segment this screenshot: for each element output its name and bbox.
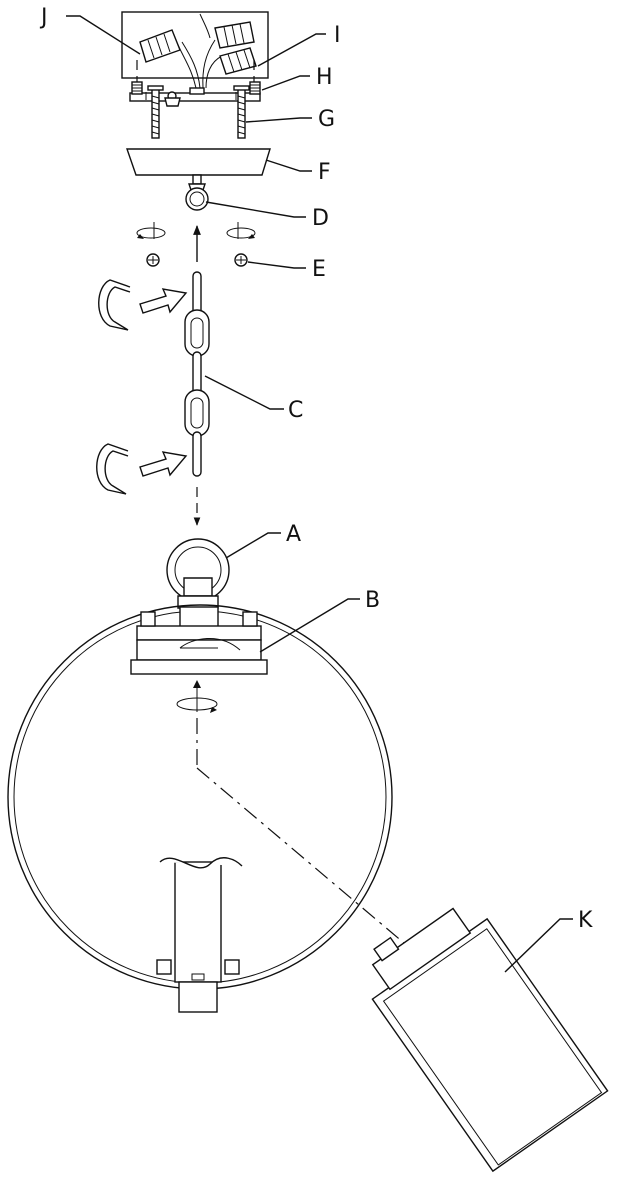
rotation-arrow-icon [136,222,166,239]
chain-link-clip [96,443,129,495]
wire-nut [219,47,257,75]
screw [131,81,143,95]
callout-H: H [316,65,333,90]
threaded-rod [147,85,164,139]
rotation-arrow-icon [226,222,256,239]
decorative-nut [146,253,160,267]
decorative-nut [234,253,248,267]
pointer-arrow-icon [139,451,188,477]
canopy-loop [185,174,209,211]
wire-nut [139,29,181,63]
wire-nut [214,21,255,49]
callout-C: C [288,398,303,423]
rotation-arrow-icon [176,680,218,713]
socket-tube [156,857,243,1013]
chain-link-clip [98,279,131,331]
canopy [126,148,271,176]
crossbar [129,81,261,107]
pointer-arrow-icon [139,288,188,314]
junction-box [121,11,269,89]
callout-G: G [318,107,335,132]
callout-A: A [286,522,301,547]
callout-E: E [312,257,326,282]
callout-D: D [312,206,329,231]
shade-cylinder [371,907,609,1173]
fitter-cap [130,606,268,675]
callout-I: I [334,23,341,48]
callout-B: B [365,588,380,613]
fixture-loop [166,538,230,609]
callout-K: K [578,908,593,933]
screw [249,81,261,95]
callout-F: F [318,160,331,185]
chain [184,271,210,477]
callout-J: J [39,5,48,30]
threaded-rod [233,85,250,139]
